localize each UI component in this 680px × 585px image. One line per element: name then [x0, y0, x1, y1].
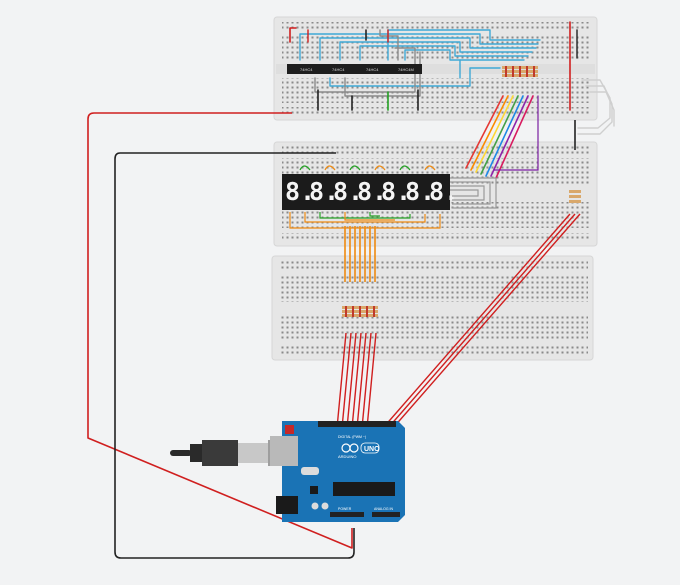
display-digit: 8.: [333, 177, 363, 206]
display-digit: 8.: [381, 177, 411, 206]
power-jack[interactable]: [276, 496, 298, 514]
power-wires: [87, 112, 576, 559]
resistor-array-top: [502, 66, 538, 77]
usb-port[interactable]: [270, 436, 298, 466]
terminal-strip: [280, 314, 588, 340]
power-rail: [282, 107, 590, 115]
terminal-strip: [282, 78, 590, 103]
power-header[interactable]: [330, 512, 364, 517]
usb-cable[interactable]: [170, 440, 284, 466]
display-gray-wires: [450, 177, 497, 209]
digital-header[interactable]: [318, 421, 396, 427]
display-digit: 8.: [357, 177, 387, 206]
analog-label: ANALOG IN: [374, 507, 394, 511]
rainbow-wires: [465, 95, 539, 179]
power-rail: [282, 233, 590, 241]
digital-header-label: DIGITAL (PWM ~): [338, 435, 366, 439]
display-digit: 8.: [429, 177, 459, 206]
terminal-strip: [280, 276, 588, 302]
arduino-model: UNO: [364, 446, 380, 453]
analog-header[interactable]: [372, 512, 400, 517]
display-digit: 8.: [405, 177, 435, 206]
power-rail: [282, 146, 590, 154]
display-digit: 8.: [309, 177, 339, 206]
resistor-array-bottom: [342, 306, 378, 317]
power-rail: [282, 22, 590, 30]
reset-button[interactable]: [285, 425, 294, 434]
display-digit: 8.: [285, 177, 315, 206]
chip-label: 74HC4: [366, 67, 379, 72]
chip-label: 74HC4: [300, 67, 313, 72]
chip-label: 74HC4: [332, 67, 345, 72]
power-rail: [280, 261, 588, 269]
arduino-uno[interactable]: DIGITAL (PWM ~) ARDUINO UNO POWER ANALOG…: [270, 421, 405, 522]
orange-bus-wires: [344, 226, 376, 282]
seven-segment-display[interactable]: 8. 8. 8. 8. 8. 8. 8.: [282, 174, 459, 210]
atmega-chip: [333, 482, 395, 496]
power-label: POWER: [338, 507, 352, 511]
arduino-logo-icon: [341, 443, 359, 453]
shift-register-chips: 74HC4 74HC4 74HC4 74HC4M: [287, 64, 422, 74]
chip-label: 74HC4M: [398, 67, 414, 72]
signal-wires: [336, 213, 581, 429]
resistor-right: [569, 190, 581, 203]
power-rail: [280, 346, 588, 354]
top-board-wires: [289, 21, 615, 135]
breadboard-bottom[interactable]: [271, 255, 594, 361]
arduino-brand: ARDUINO: [338, 454, 356, 459]
